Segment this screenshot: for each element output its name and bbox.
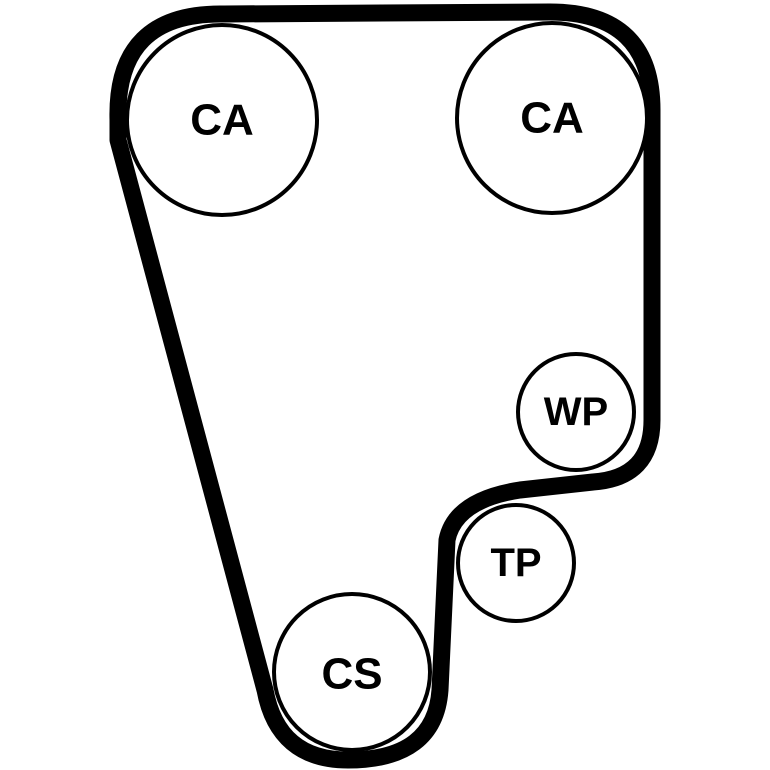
timing-belt — [109, 3, 661, 769]
camshaft-left-label: CA — [190, 96, 254, 145]
camshaft-pulley-left: CA — [125, 23, 319, 217]
camshaft-right-label: CA — [520, 94, 584, 143]
crankshaft-label: CS — [321, 650, 382, 699]
water-pump-label: WP — [544, 390, 608, 434]
water-pump-pulley: WP — [516, 352, 636, 472]
camshaft-pulley-right: CA — [455, 21, 649, 215]
tensioner-label: TP — [490, 541, 541, 585]
crankshaft-pulley: CS — [272, 592, 432, 752]
tensioner-pulley: TP — [456, 503, 576, 623]
